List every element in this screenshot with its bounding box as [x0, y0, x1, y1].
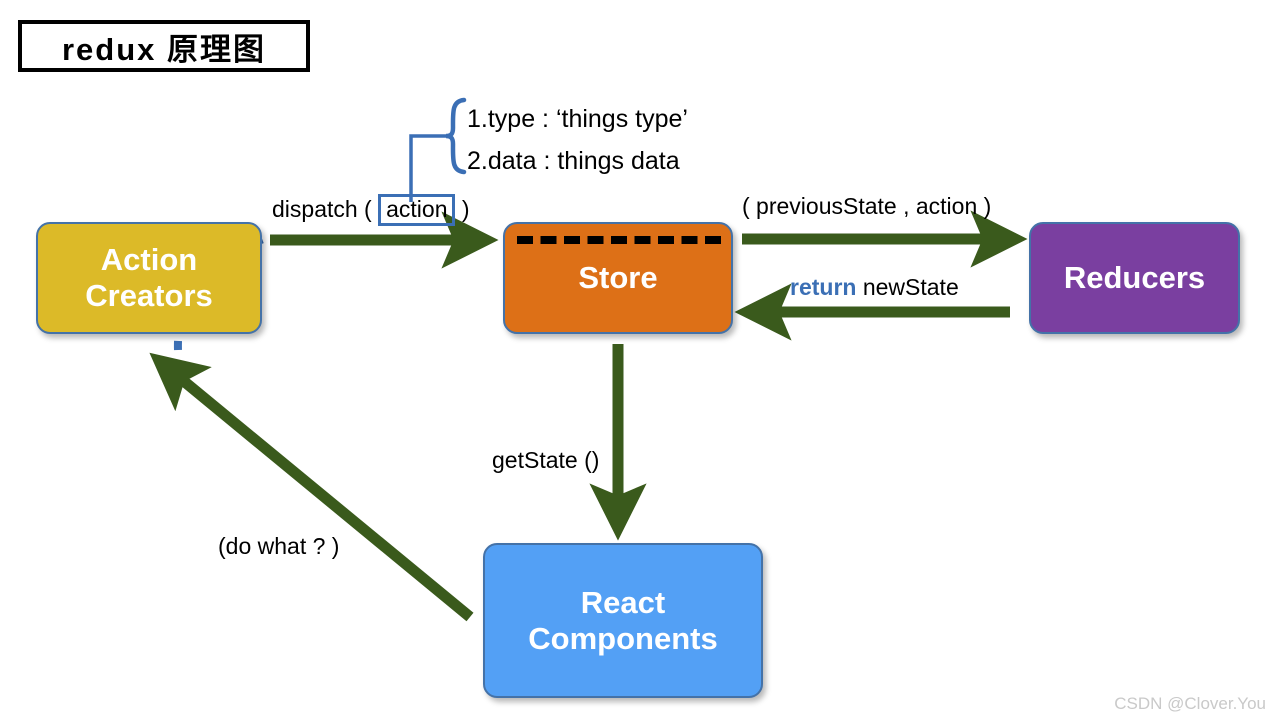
page-title: redux 原理图: [61, 31, 267, 67]
action-chip: action: [378, 194, 456, 226]
action-brace-connector: [409, 134, 450, 202]
node-store-label: Store: [578, 260, 658, 296]
label-dispatch: dispatch ( action ): [272, 194, 470, 226]
node-react-components-line1: React: [580, 584, 666, 620]
csdn-watermark: CSDN @Clover.You: [1114, 694, 1266, 713]
label-get-state: getState (): [492, 447, 600, 473]
store-dashed-divider: [517, 236, 721, 244]
arrow-react-to-action-creators: [149, 352, 474, 622]
label-dispatch-suffix: ): [455, 196, 470, 222]
brace-annotation-type: 1.type : ‘things type’: [467, 105, 688, 133]
node-react-components[interactable]: React Components: [483, 543, 763, 698]
brace-annotation-data: 2.data : things data: [467, 147, 680, 175]
label-dispatch-prefix: dispatch (: [272, 196, 379, 222]
label-return-keyword: return: [790, 274, 857, 300]
node-action-creators-line2: Creators: [85, 278, 213, 313]
label-previous-state-action: ( previousState , action ): [742, 193, 992, 219]
node-action-creators[interactable]: Action Creators: [36, 222, 262, 334]
label-return-value: newState: [856, 274, 959, 300]
node-store[interactable]: Store: [503, 222, 733, 334]
node-reducers[interactable]: Reducers: [1029, 222, 1240, 334]
curly-brace: [445, 97, 467, 175]
label-do-what: (do what ? ): [218, 533, 340, 559]
diagram-title-box: redux 原理图: [18, 20, 310, 72]
node-action-creators-line1: Action: [100, 242, 198, 278]
node-reducers-label: Reducers: [1063, 260, 1206, 296]
node-react-components-line2: Components: [528, 620, 718, 656]
label-return-newstate: return newState: [790, 274, 959, 301]
